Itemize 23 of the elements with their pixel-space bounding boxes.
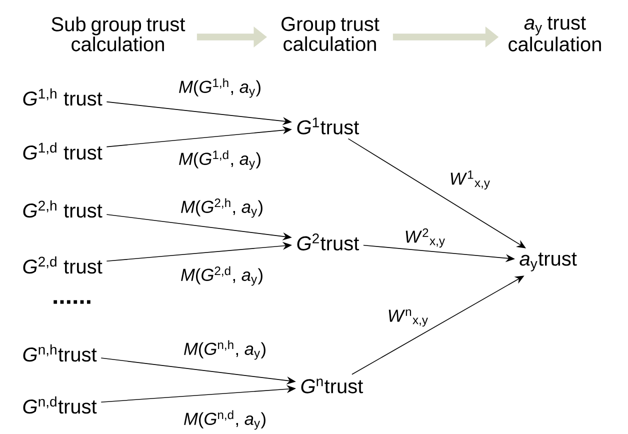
ellipsis: ......: [54, 300, 90, 304]
edge-label: M(G$^{2,d}$, a$_{y}$): [181, 266, 262, 286]
trust-label: G$^{1,h}$ trust: [23, 88, 102, 106]
edge-label: W$^{n}$x,y: [388, 309, 428, 327]
trust-label: G$^{1}$trust: [297, 118, 360, 134]
trust-label: G$^{1,d}$ trust: [23, 142, 102, 160]
trust-label: a$_{y}$trust: [520, 252, 577, 272]
trust-label: G$^{2,d}$ trust: [23, 256, 102, 274]
stage-label: a$_{y}$ trust calculation: [508, 16, 601, 52]
trust-label: G$^{2}$trust: [297, 234, 360, 250]
edge-label: M(G$^{n,h}$, a$_{y}$): [184, 340, 266, 360]
trust-label: G$^{n,h}$trust: [23, 344, 97, 362]
trust-label: G$^{2,h}$ trust: [23, 200, 102, 218]
stage-label: Group trust calculation: [282, 16, 380, 52]
edge-label: M(G$^{1,d}$, a$_{y}$): [179, 150, 260, 170]
stage-label: Sub group trust calculation: [52, 16, 186, 52]
trust-label: G$^{n}$trust: [301, 378, 364, 394]
edge-label: W$^{2}$x,y: [406, 228, 445, 248]
edge-label: M(G$^{n,d}$, a$_{y}$): [184, 410, 266, 430]
trust-label: G$^{n,d}$trust: [23, 396, 97, 414]
edge-label: M(G$^{1,h}$, a$_{y}$): [179, 78, 260, 98]
edge-label: M(G$^{2,h}$, a$_{y}$): [181, 198, 262, 218]
edge-label: W$^{1}$x,y: [450, 170, 490, 190]
